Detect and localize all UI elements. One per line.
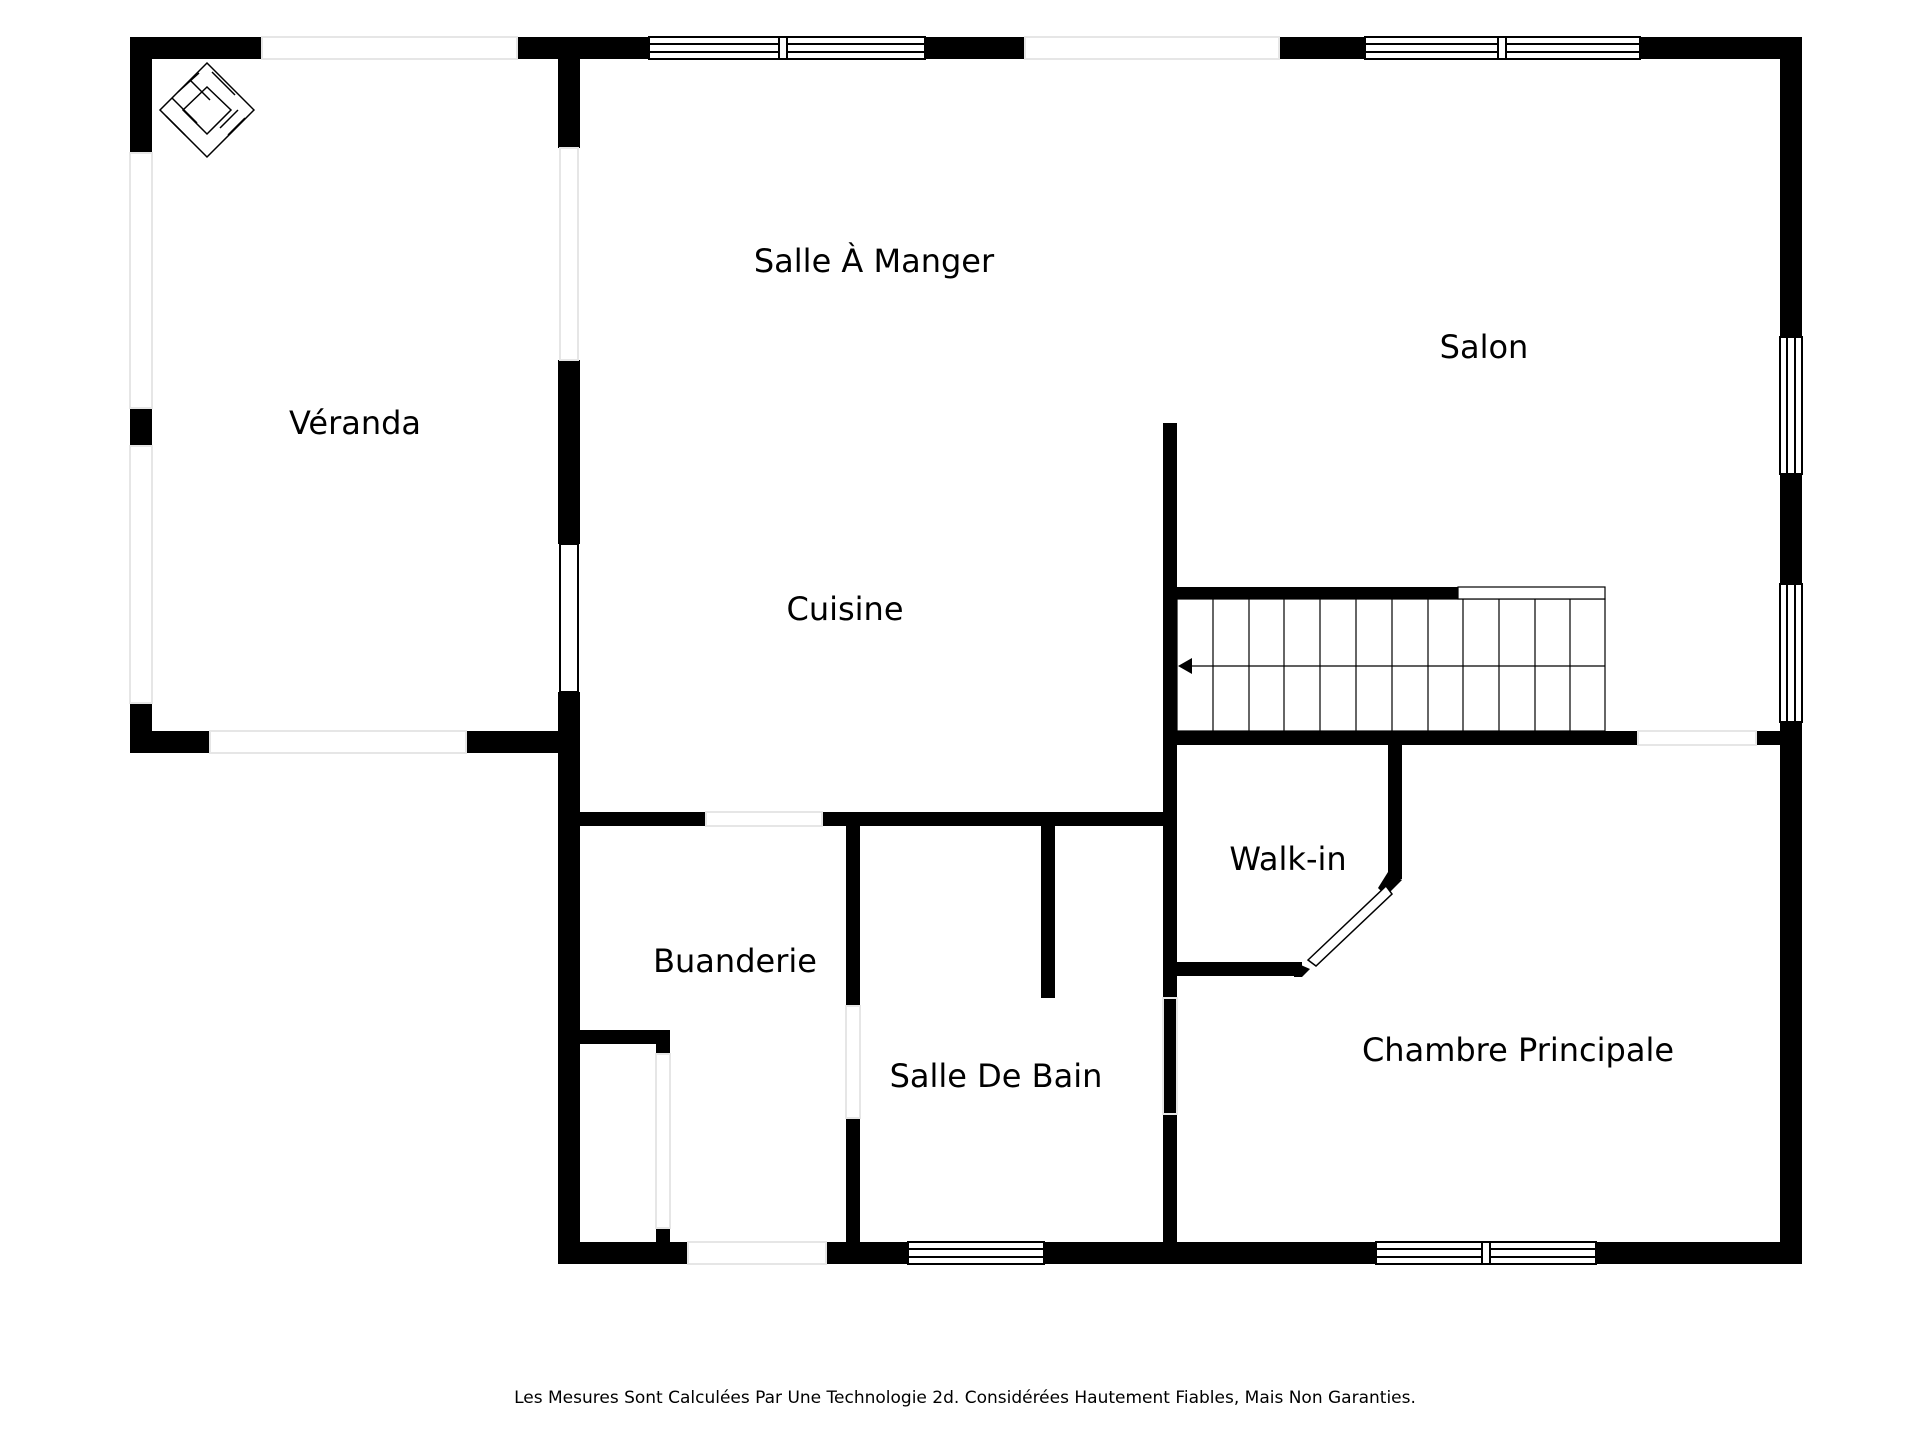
room-label-cuisine: Cuisine — [786, 590, 903, 628]
wall-segment — [1170, 962, 1302, 976]
opening — [687, 1241, 827, 1265]
window — [1481, 1241, 1491, 1265]
fireplace-icon — [158, 61, 256, 159]
room-labels: Véranda Salle À Manger Salon Cuisine Wal… — [289, 242, 1674, 1095]
wall-segment — [558, 1242, 688, 1264]
opening — [261, 36, 518, 60]
wall-segment — [558, 48, 580, 148]
wall-segment — [570, 1030, 670, 1044]
wall-segment — [656, 1228, 670, 1248]
wall-segment — [1596, 1242, 1802, 1264]
wall-segment — [570, 812, 706, 826]
windows — [559, 36, 1803, 1265]
room-label-chambre-principale: Chambre Principale — [1362, 1031, 1674, 1069]
room-label-salon: Salon — [1440, 328, 1529, 366]
window — [778, 36, 788, 60]
wall-segment — [846, 820, 860, 1006]
wall-segment — [130, 408, 152, 446]
opening — [705, 811, 823, 827]
wall-segment — [822, 812, 1170, 826]
wall-segment — [558, 360, 580, 544]
wall-segment — [130, 37, 152, 153]
window — [1779, 583, 1803, 723]
wall-segment — [1756, 731, 1802, 745]
wall-segment — [826, 1242, 908, 1264]
opening — [655, 1053, 671, 1229]
room-label-salle-de-bain: Salle De Bain — [890, 1057, 1103, 1095]
opening — [1162, 997, 1178, 1115]
room-label-buanderie: Buanderie — [653, 942, 817, 980]
opening — [1637, 730, 1757, 746]
wall-segment — [517, 37, 649, 59]
disclaimer-text: Les Mesures Sont Calculées Par Une Techn… — [514, 1388, 1416, 1408]
wall-segment — [1294, 962, 1310, 977]
wall-segment — [1163, 423, 1177, 1235]
exterior-walls — [130, 37, 1802, 1264]
wall-segment — [466, 731, 578, 753]
stair-direction-arrow-icon — [1178, 658, 1192, 674]
interior-walls — [570, 423, 1638, 1264]
opening — [1024, 36, 1280, 60]
wall-segment — [846, 1118, 860, 1248]
opening — [209, 730, 467, 754]
wall-segment — [1388, 731, 1402, 879]
walk-in-door — [1306, 884, 1394, 967]
wall-segment — [925, 37, 1025, 59]
wall-segment — [1640, 37, 1802, 59]
wall-segment — [130, 731, 210, 753]
door-openings — [129, 36, 1757, 1265]
room-label-veranda: Véranda — [289, 404, 421, 442]
wall-segment — [1780, 474, 1802, 584]
window — [559, 543, 579, 693]
wall-segment — [558, 692, 580, 1264]
window — [907, 1241, 1045, 1265]
wall-segment — [1780, 37, 1802, 337]
wall-segment — [1163, 1114, 1177, 1264]
window — [1497, 36, 1507, 60]
wall-segment — [656, 1030, 670, 1054]
wall-segment — [1780, 722, 1802, 1264]
opening — [845, 1005, 861, 1119]
staircase-icon — [1176, 586, 1606, 732]
window — [1779, 336, 1803, 475]
wall-segment — [130, 37, 262, 59]
wall-segment — [1044, 1242, 1376, 1264]
opening — [559, 147, 579, 361]
room-label-salle-a-manger: Salle À Manger — [754, 242, 995, 280]
opening — [129, 445, 153, 704]
wall-segment — [1163, 587, 1458, 599]
wall-segment — [1041, 812, 1055, 998]
wall-segment — [1279, 37, 1365, 59]
opening — [129, 152, 153, 409]
room-label-walk-in: Walk-in — [1229, 840, 1346, 878]
